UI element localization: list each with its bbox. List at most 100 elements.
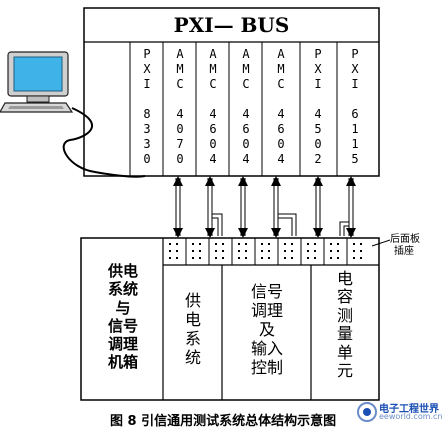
slot-label-char: 6 [277, 122, 285, 136]
slot-label-char: P [314, 47, 322, 61]
connector-pin [307, 250, 309, 252]
connector-pin [222, 257, 224, 259]
connector-pin [245, 257, 247, 259]
slot-label-char: M [277, 62, 285, 76]
connector-pin [337, 243, 339, 245]
slot-label-char [266, 93, 296, 108]
connector-pin [353, 257, 355, 259]
section-text: 容 [336, 287, 353, 307]
slot-label-char: A [176, 47, 184, 61]
computer-cable [62, 107, 146, 178]
connector-pin [261, 243, 263, 245]
cabinet-title: 供电 系统 与 信号 调理 机箱 [84, 262, 162, 372]
slot-label-char: 4 [209, 152, 217, 166]
slot-label-char: I [351, 77, 359, 91]
computer-icon [0, 51, 74, 113]
section-text: 供 [184, 291, 201, 310]
connector-pin [314, 250, 316, 252]
slot-label-char: A [242, 47, 250, 61]
connector-pin [261, 257, 263, 259]
connector-pin [192, 257, 194, 259]
watermark-brand: 电子工程世界 [379, 404, 439, 415]
rear-panel-pointer [371, 239, 391, 247]
cabinet-title-line: 与 [115, 298, 131, 317]
slot-label-char: 0 [176, 122, 184, 136]
slot-label-char: 0 [314, 137, 322, 151]
connector-pin [268, 243, 270, 245]
slot-label-char: X [143, 62, 151, 76]
connector-pins [169, 243, 362, 259]
section-text: 元 [336, 360, 353, 380]
slot-label-char [198, 93, 228, 108]
bus-title: PXI— BUS [173, 13, 290, 37]
connector-pin [199, 257, 201, 259]
connector-pin [360, 257, 362, 259]
section-text: 量 [336, 324, 353, 344]
connector-pin [261, 250, 263, 252]
slot-label-char: 5 [314, 122, 322, 136]
connector-pin [169, 243, 171, 245]
slot-label-char: 8 [143, 107, 151, 121]
connector-pin [238, 250, 240, 252]
connector-pin [330, 243, 332, 245]
slot-label-char: 2 [314, 152, 322, 166]
slot-label-char [303, 93, 333, 108]
cabinet-title-line: 系统 [107, 280, 138, 299]
slot-label-char: I [314, 77, 322, 91]
slot-label-char: 6 [351, 107, 359, 121]
slot-label-char: A [277, 47, 285, 61]
connector-pin [222, 243, 224, 245]
connector-pin [284, 250, 286, 252]
connector-pin [192, 250, 194, 252]
power-supply-section: 供 电 系 统 [178, 291, 208, 368]
slot-label-char: 0 [176, 152, 184, 166]
connector-pin [215, 250, 217, 252]
connector-pin [268, 250, 270, 252]
connector-pin [169, 257, 171, 259]
slot-label-char: C [277, 77, 285, 91]
connector-pin [291, 250, 293, 252]
slot-label-char: 4 [242, 107, 250, 121]
section-text: 电 [184, 309, 201, 329]
connector-pin [215, 243, 217, 245]
section-text: 系 [184, 328, 201, 348]
slot-label-char: 4 [277, 107, 285, 121]
section-text: 测 [336, 305, 353, 325]
connector-pin [307, 243, 309, 245]
slot-label-char: 5 [351, 152, 359, 166]
section-text: 及 [258, 319, 275, 339]
rear-panel-note-line: 插座 [394, 246, 414, 257]
section-text: 控制 [250, 357, 283, 377]
connector-pin [314, 243, 316, 245]
slot-label-char: C [242, 77, 250, 91]
arrow-heads [173, 176, 356, 238]
slot-label-char: I [143, 77, 151, 91]
connector-pin [360, 250, 362, 252]
cabinet-title-line: 供电 [107, 262, 138, 280]
section-text: 调理 [250, 300, 283, 320]
slot-label-char [132, 93, 162, 108]
slot-label-char: 4 [176, 107, 184, 121]
slot-label-char: 3 [143, 122, 151, 136]
connector-pin [192, 243, 194, 245]
slot-label-char [165, 93, 195, 108]
connector-pin [222, 250, 224, 252]
section-text: 信号 [250, 282, 283, 301]
eeworld-logo [357, 402, 377, 422]
signal-conditioning-section: 信号 调理 及 输入 控制 [236, 282, 298, 377]
connector-pin [337, 257, 339, 259]
slot-label-char: M [209, 62, 217, 76]
section-text: 统 [184, 347, 201, 367]
slot-dividers [129, 42, 338, 176]
connector-pin [314, 257, 316, 259]
slot-label-char: 1 [351, 137, 359, 151]
slot-label-char [340, 93, 370, 108]
slot-label-char: 3 [143, 137, 151, 151]
